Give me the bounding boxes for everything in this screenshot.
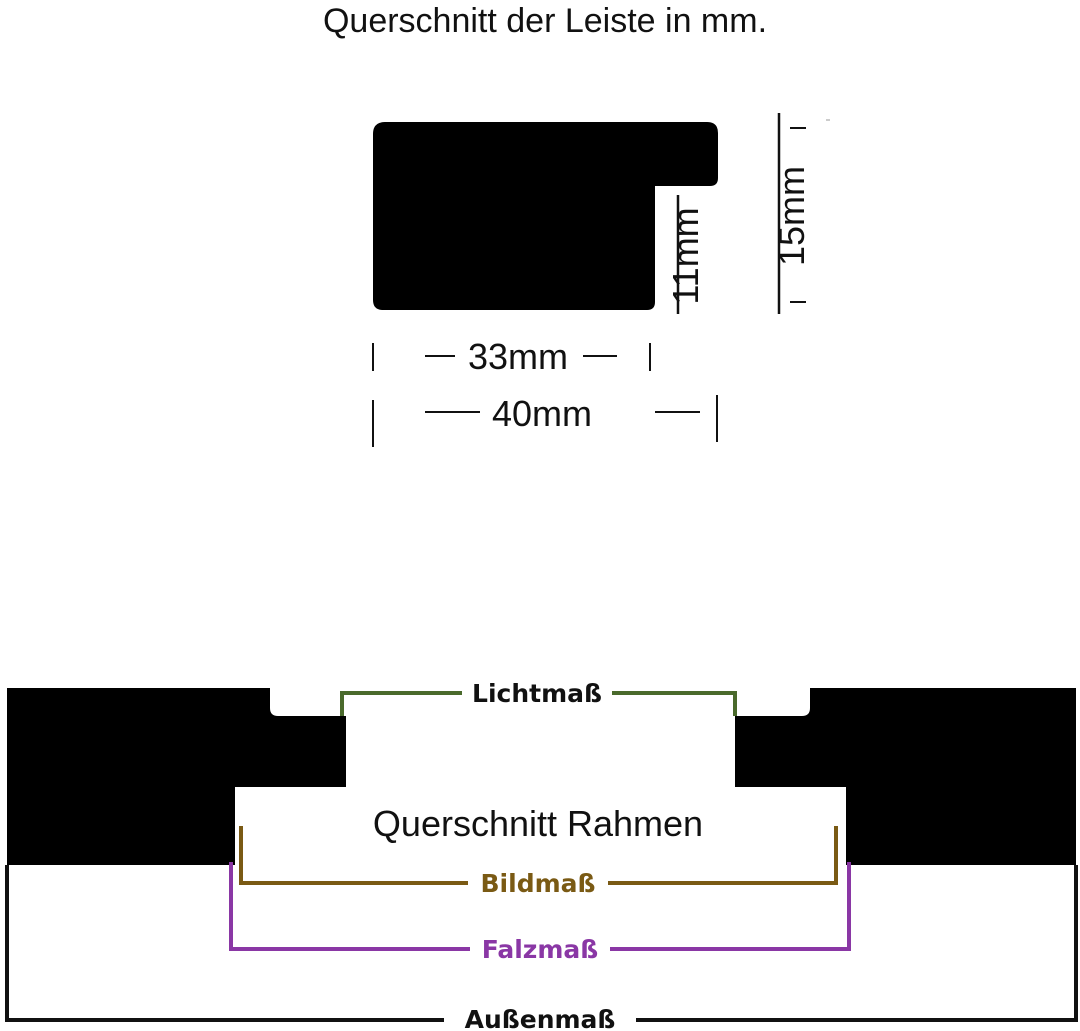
dim-outer-width: 40mm: [372, 393, 718, 447]
lichtmass-label: Lichtmaß: [472, 679, 602, 708]
dim-total-height-label: 15mm: [771, 166, 812, 266]
dim-rebate-height: 11mm: [665, 195, 706, 314]
bildmass-bracket: Bildmaß: [239, 826, 838, 898]
aussenmass-bracket: Außenmaß: [5, 865, 1078, 1031]
dim-inner-width: 33mm: [372, 336, 651, 377]
dim-inner-width-label: 33mm: [468, 336, 568, 377]
aussenmass-label: Außenmaß: [465, 1005, 616, 1031]
dim-outer-width-label: 40mm: [492, 393, 592, 434]
frame-caption: Querschnitt Rahmen: [373, 803, 703, 844]
profile-shape: [373, 122, 718, 310]
bildmass-label: Bildmaß: [481, 869, 596, 898]
dim-rebate-height-label: 11mm: [665, 207, 706, 304]
dim-total-height: 15mm: [771, 113, 830, 314]
falzmass-bracket: Falzmaß: [229, 862, 851, 964]
frame-left-profile: [7, 688, 346, 865]
lichtmass-bracket: Lichtmaß: [340, 679, 737, 716]
frame-right-profile: [735, 688, 1076, 865]
falzmass-label: Falzmaß: [482, 935, 599, 964]
page-title: Querschnitt der Leiste in mm.: [323, 2, 767, 40]
